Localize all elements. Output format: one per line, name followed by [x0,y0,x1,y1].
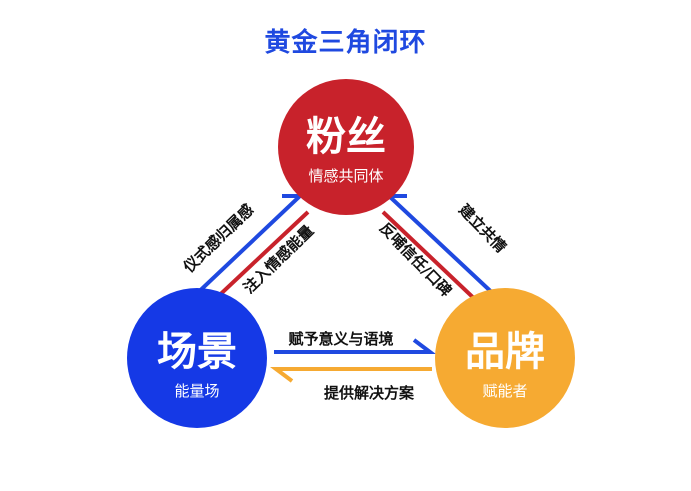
diagram-title: 黄金三角闭环 [264,28,427,58]
arrow-fans-to-brand [381,210,486,306]
node-fans-title: 粉丝 [306,114,386,160]
node-scene: 场景 能量场 [127,288,267,428]
node-brand: 品牌 赋能者 [435,288,575,428]
label-scene-to-fans: 仪式感归属感 [179,201,257,277]
label-brand-to-fans: 建立共情 [455,201,510,257]
label-fans-to-scene: 注入情感能量 [240,222,317,297]
node-fans: 粉丝 情感共同体 [278,79,414,215]
node-scene-title: 场景 [157,329,237,375]
node-brand-subtitle: 赋能者 [482,382,527,400]
label-scene-to-brand: 赋予意义与语境 [288,330,393,348]
label-brand-to-scene: 提供解决方案 [324,384,415,402]
arrow-brand-to-scene [270,367,432,383]
node-scene-subtitle: 能量场 [174,382,219,400]
node-brand-title: 品牌 [465,329,545,375]
arrow-scene-to-brand [274,338,436,354]
label-fans-to-brand: 反哺信任/口碑 [376,219,455,300]
node-fans-subtitle: 情感共同体 [308,167,383,185]
